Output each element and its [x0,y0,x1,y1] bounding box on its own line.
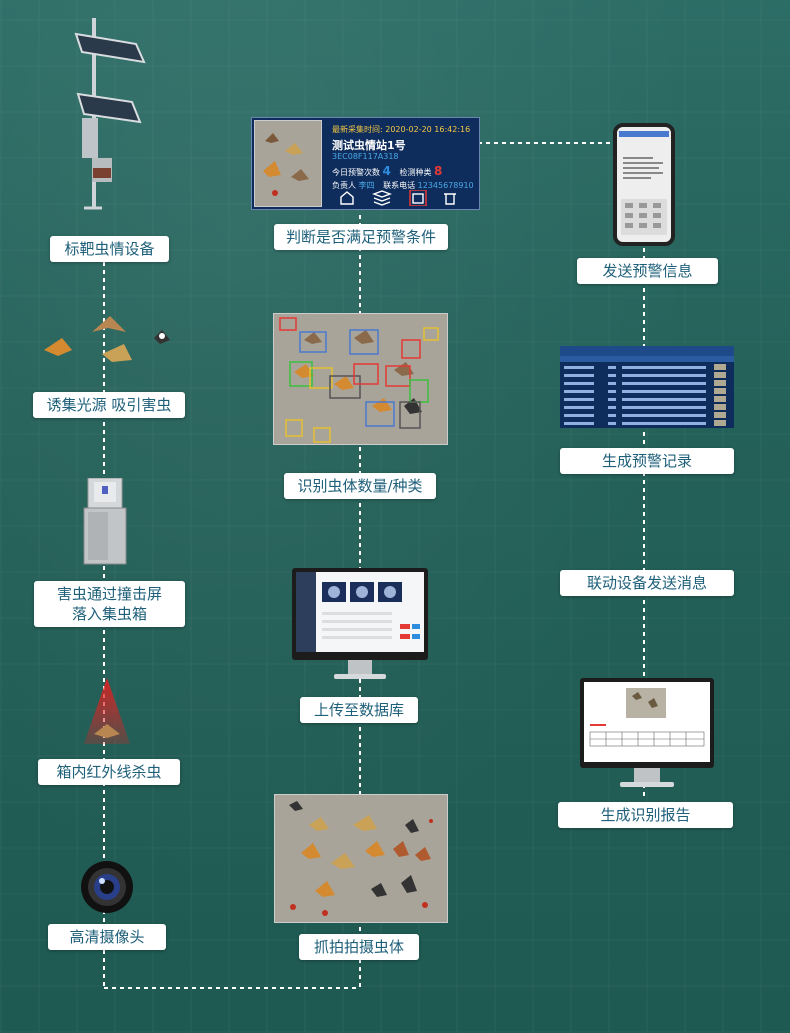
home-icon [340,191,354,205]
step-label-light-lure: 诱集光源 吸引害虫 [33,392,185,418]
step-label-camera: 高清摄像头 [48,924,166,950]
recognition-photo [273,313,448,445]
step-label-judge-warning: 判断是否满足预警条件 [274,224,448,250]
kind-count-value: 8 [434,164,443,178]
latest-time-value: 2020-02-20 16:42:16 [385,125,471,134]
phone-label: 联系电话 [383,181,416,190]
owner-value: 李四 [358,181,375,190]
lured-moths-illustration [40,310,180,370]
station-info-card: 最新采集时间: 2020-02-20 16:42:16 测试虫情站1号 3EC0… [251,117,480,210]
step-label-capture: 抓拍拍摄虫体 [299,934,419,960]
latest-time-label: 最新采集时间: [332,125,383,134]
step-label-infrared: 箱内红外线杀虫 [38,759,180,785]
warn-count-label: 今日预警次数 [332,168,380,177]
station-code: 3EC08F117A318 [332,152,399,161]
step-label-upload-db: 上传至数据库 [300,697,418,723]
infrared-kill-illustration [80,678,134,748]
database-monitor [292,568,428,683]
warning-phone [613,123,675,246]
report-monitor [580,678,714,792]
step-label-trap-device: 标靶虫情设备 [50,236,169,262]
step-label-warning-record: 生成预警记录 [560,448,734,474]
station-name: 测试虫情站1号 [332,139,406,152]
step-label-send-warning: 发送预警信息 [577,258,718,284]
kind-count-label: 检测种类 [399,168,432,177]
layers-icon [372,190,392,206]
step-label-collector: 害虫通过撞击屏 落入集虫箱 [34,581,185,627]
phone-value: 12345678910 [417,181,474,190]
owner-label: 负责人 [332,181,356,190]
trash-icon [444,193,456,205]
station-thumbnail [254,120,322,207]
step-label-report: 生成识别报告 [558,802,733,828]
warn-count-value: 4 [382,164,391,178]
solar-trap-device [62,18,152,210]
step-label-linkage-message: 联动设备发送消息 [560,570,734,596]
collector-box-illustration [80,477,130,568]
export-icon [412,193,424,204]
step-label-identify: 识别虫体数量/种类 [284,473,436,499]
camera-lens-icon [80,860,134,914]
warning-records-table [560,346,734,428]
captured-insects-photo [274,794,448,923]
